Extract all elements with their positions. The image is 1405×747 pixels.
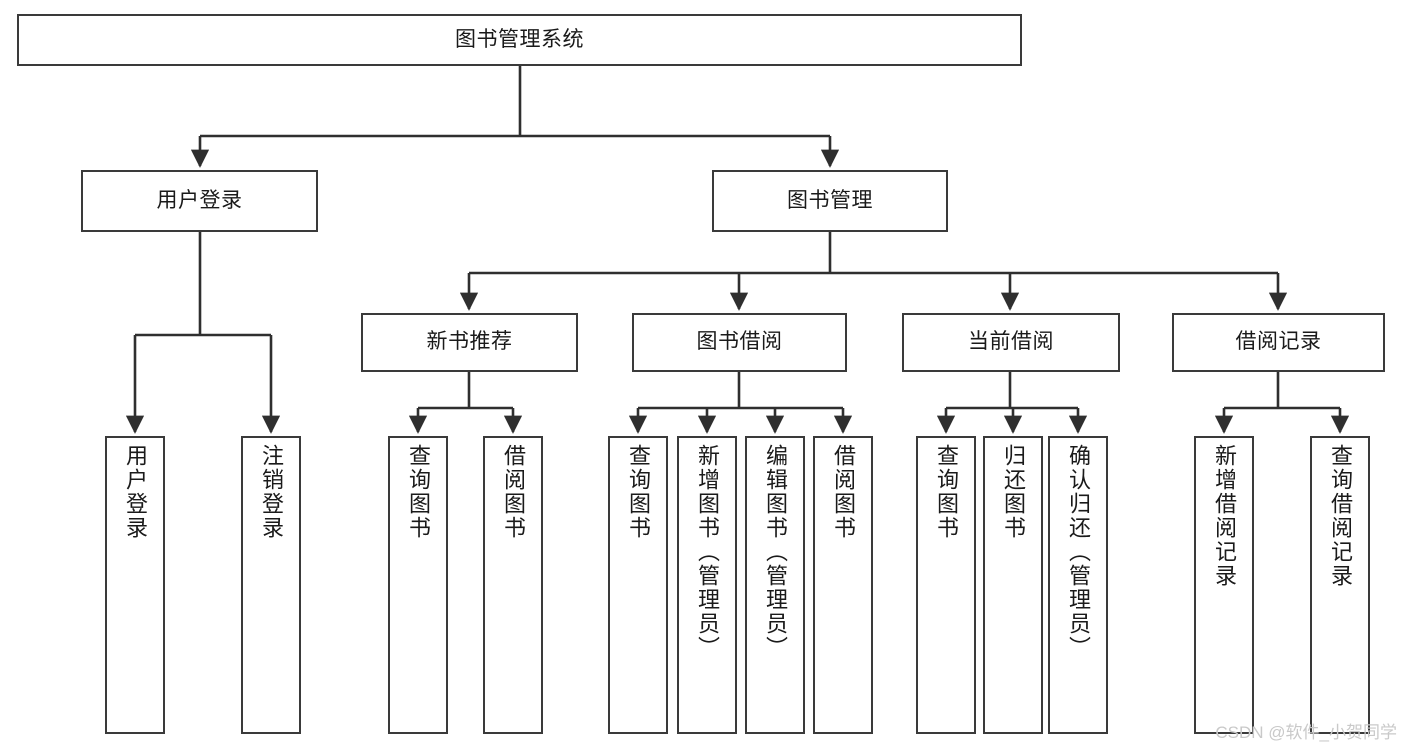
node-current-borrow-label: 当前借阅: [968, 330, 1054, 354]
leaf-current-borrow-return-label: 归还图书: [1001, 444, 1026, 540]
leaf-current-borrow-query-label: 查询图书: [934, 444, 959, 540]
leaf-book-borrow-edit-label: 编辑图书（管理员）: [763, 444, 788, 660]
leaf-borrow-record-add-label: 新增借阅记录: [1212, 444, 1237, 588]
leaf-borrow-record-query-label: 查询借阅记录: [1328, 444, 1353, 588]
node-user-login[interactable]: 用户登录: [81, 170, 318, 232]
node-root-system-label: 图书管理系统: [455, 27, 584, 51]
leaf-current-borrow-return[interactable]: 归还图书: [983, 436, 1043, 734]
node-current-borrow[interactable]: 当前借阅: [902, 313, 1120, 372]
node-borrow-record[interactable]: 借阅记录: [1172, 313, 1385, 372]
leaf-current-borrow-query[interactable]: 查询图书: [916, 436, 976, 734]
leaf-new-book-query-label: 查询图书: [406, 444, 431, 540]
node-book-borrow[interactable]: 图书借阅: [632, 313, 847, 372]
leaf-user-login-logout[interactable]: 注销登录: [241, 436, 301, 734]
leaf-current-borrow-confirm-label: 确认归还（管理员）: [1066, 444, 1091, 660]
leaf-user-login-login-label: 用户登录: [123, 444, 148, 540]
node-book-management-label: 图书管理: [787, 188, 873, 212]
node-book-borrow-label: 图书借阅: [696, 330, 783, 354]
leaf-book-borrow-edit[interactable]: 编辑图书（管理员）: [745, 436, 805, 734]
node-borrow-record-label: 借阅记录: [1235, 330, 1322, 354]
leaf-new-book-borrow[interactable]: 借阅图书: [483, 436, 543, 734]
leaf-book-borrow-query-label: 查询图书: [626, 444, 651, 540]
node-book-management[interactable]: 图书管理: [712, 170, 948, 232]
node-root-system[interactable]: 图书管理系统: [17, 14, 1022, 66]
node-user-login-label: 用户登录: [156, 188, 243, 212]
leaf-new-book-query[interactable]: 查询图书: [388, 436, 448, 734]
leaf-borrow-record-query[interactable]: 查询借阅记录: [1310, 436, 1370, 734]
leaf-book-borrow-borrow[interactable]: 借阅图书: [813, 436, 873, 734]
leaf-user-login-login[interactable]: 用户登录: [105, 436, 165, 734]
leaf-current-borrow-confirm[interactable]: 确认归还（管理员）: [1048, 436, 1108, 734]
leaf-book-borrow-borrow-label: 借阅图书: [831, 444, 856, 540]
leaf-borrow-record-add[interactable]: 新增借阅记录: [1194, 436, 1254, 734]
node-new-book-recommend-label: 新书推荐: [426, 330, 513, 354]
node-new-book-recommend[interactable]: 新书推荐: [361, 313, 578, 372]
leaf-new-book-borrow-label: 借阅图书: [501, 444, 526, 540]
leaf-book-borrow-query[interactable]: 查询图书: [608, 436, 668, 734]
leaf-book-borrow-add[interactable]: 新增图书（管理员）: [677, 436, 737, 734]
leaf-user-login-logout-label: 注销登录: [259, 444, 284, 540]
leaf-book-borrow-add-label: 新增图书（管理员）: [695, 444, 720, 660]
